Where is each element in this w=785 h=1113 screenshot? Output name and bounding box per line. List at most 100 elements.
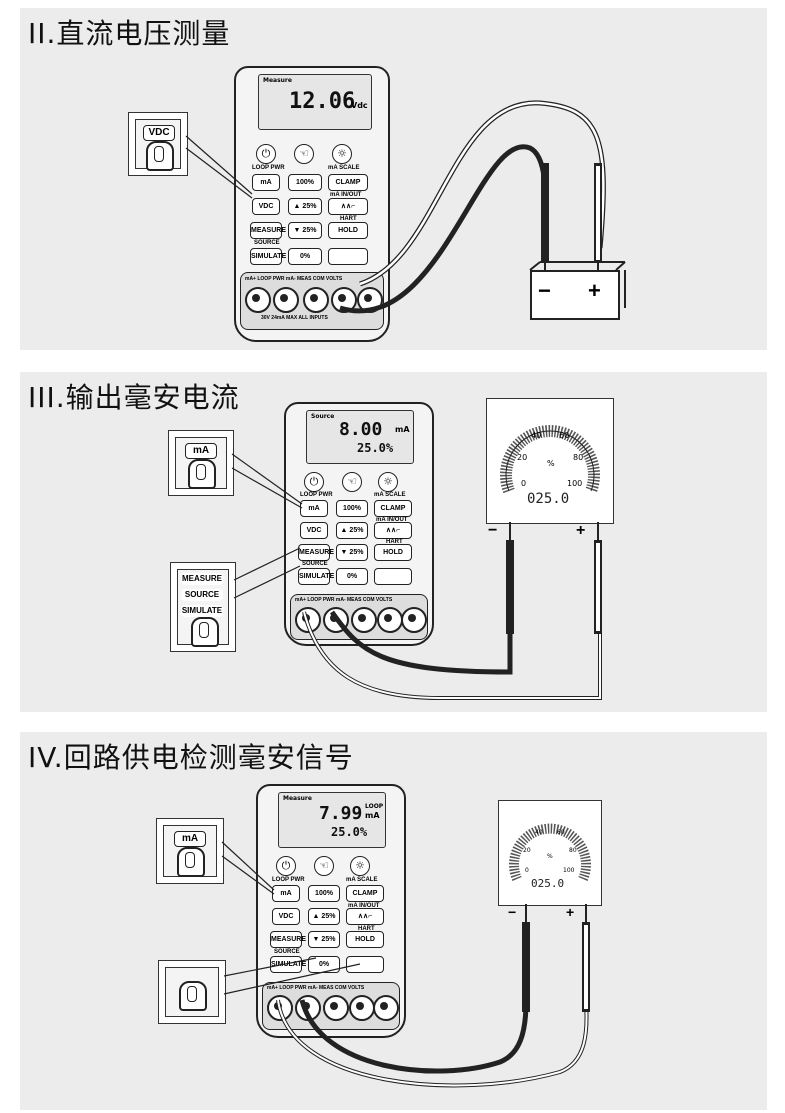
ma-key: mA: [185, 443, 217, 459]
gauge-tick-80: 80: [569, 847, 577, 854]
backlight-button[interactable]: ☼: [332, 144, 352, 164]
hold-button[interactable]: HOLD: [328, 222, 368, 239]
battery-plus: +: [588, 278, 601, 303]
vdc-button[interactable]: VDC: [272, 908, 300, 925]
meter: Measure 7.99 LOOP mA 25.0% ⏻ ☜ ☼ LOOP PW…: [256, 784, 406, 1038]
wiring: [185, 100, 626, 314]
stack-measure: MEASURE: [181, 573, 223, 585]
wiring: [231, 453, 602, 700]
jack-ma-plus[interactable]: [245, 287, 271, 313]
clamp-button[interactable]: CLAMP: [328, 174, 368, 191]
gauge-tick-20: 20: [523, 847, 531, 854]
hand-button[interactable]: ☜: [314, 856, 334, 876]
hold-button[interactable]: HOLD: [374, 544, 412, 561]
section-title: III.输出毫安电流: [28, 381, 240, 414]
ma-inout-label: mA IN/OUT: [348, 903, 380, 909]
source-label: SOURCE: [302, 561, 328, 567]
measure-button[interactable]: MEASURE: [270, 931, 306, 948]
panel-gauge: 0 20 40 60 80 100 % 025.0: [486, 398, 614, 524]
pct0-button[interactable]: 0%: [336, 568, 368, 585]
pct0-button[interactable]: 0%: [288, 248, 322, 265]
backlight-button[interactable]: ☼: [350, 856, 370, 876]
pct100-button[interactable]: 100%: [288, 174, 322, 191]
gauge-percent-sign: %: [547, 459, 555, 468]
wiring: [221, 841, 590, 1088]
ramp-button[interactable]: ∧∧⌐: [374, 522, 412, 539]
measure-button[interactable]: MEASURE: [298, 544, 334, 561]
ma-key: mA: [174, 831, 206, 847]
jack-meas[interactable]: [323, 995, 349, 1021]
blank-button[interactable]: [328, 248, 368, 265]
blank-button[interactable]: [346, 956, 384, 973]
stack-source: SOURCE: [181, 589, 223, 601]
simulate-button[interactable]: SIMULATE: [250, 248, 286, 265]
callout-leader-lines: [221, 841, 361, 995]
vdc-button[interactable]: VDC: [252, 198, 280, 215]
jack-ma-minus[interactable]: [273, 287, 299, 313]
lcd-unit: Vdc: [351, 101, 368, 110]
simulate-button[interactable]: SIMULATE: [270, 956, 306, 973]
gauge-minus: −: [488, 522, 498, 539]
panel-gauge: 0 20 40 60 80 100 % 025.0: [498, 800, 602, 906]
gauge-tick-20: 20: [517, 453, 528, 462]
lcd-mode-label: Measure: [263, 77, 292, 84]
finger-press-icon: [188, 459, 216, 489]
gauge-tick-100: 100: [567, 479, 583, 488]
lcd-display: Measure 12.06 Vdc: [258, 74, 372, 130]
blank-button[interactable]: [374, 568, 412, 585]
lcd-value: 12.06: [289, 89, 356, 114]
jack-com[interactable]: [377, 607, 403, 633]
ma-scale-label: mA SCALE: [346, 877, 378, 883]
power-button[interactable]: ⏻: [276, 856, 296, 876]
hand-button[interactable]: ☜: [294, 144, 314, 164]
ma-button[interactable]: mA: [252, 174, 280, 191]
callout-leader-lines: [185, 135, 253, 199]
power-button[interactable]: ⏻: [304, 472, 324, 492]
clamp-button[interactable]: CLAMP: [346, 885, 384, 902]
jack-volts[interactable]: [373, 995, 399, 1021]
gauge-tick-40: 40: [531, 431, 542, 440]
power-button[interactable]: ⏻: [256, 144, 276, 164]
hart-label: HART: [340, 216, 357, 222]
lcd-mode-label: Measure: [283, 795, 312, 802]
jack-meas[interactable]: [351, 607, 377, 633]
ramp-button[interactable]: ∧∧⌐: [328, 198, 368, 215]
jack-panel: mA+ LOOP PWR mA- MEAS COM VOLTS: [262, 982, 400, 1030]
callout-box: mA: [168, 430, 234, 496]
gauge-tick-0: 0: [521, 479, 527, 488]
lcd-secondary: 25.0%: [357, 441, 394, 455]
up25-button[interactable]: ▲ 25%: [288, 198, 322, 215]
source-label: SOURCE: [254, 240, 280, 246]
finger-press-icon: [146, 141, 174, 171]
simulate-button[interactable]: SIMULATE: [298, 568, 334, 585]
callout-box-stack: MEASURE SOURCE SIMULATE: [170, 562, 236, 652]
ma-button[interactable]: mA: [300, 500, 328, 517]
finger-press-icon: [177, 847, 205, 877]
ramp-button[interactable]: ∧∧⌐: [346, 908, 384, 925]
finger-press-icon: [191, 617, 219, 647]
callout-box: VDC: [128, 112, 188, 176]
up25-button[interactable]: ▲ 25%: [308, 908, 340, 925]
callout-leader-lines: [231, 453, 303, 599]
pct100-button[interactable]: 100%: [308, 885, 340, 902]
hold-button[interactable]: HOLD: [346, 931, 384, 948]
lcd-unit: mA: [395, 425, 410, 434]
down25-button[interactable]: ▼ 25%: [288, 222, 322, 239]
red-lead: [302, 611, 602, 700]
jack-inputs-label: 30V 24mA MAX ALL INPUTS: [261, 315, 328, 321]
gauge-minus: −: [508, 904, 517, 920]
hand-button[interactable]: ☜: [342, 472, 362, 492]
callout-box-blank: [158, 960, 226, 1024]
jack-meas[interactable]: [303, 287, 329, 313]
section-title: IV.回路供电检测毫安信号: [28, 741, 354, 774]
lcd-unit: mA: [365, 811, 380, 820]
vdc-button[interactable]: VDC: [300, 522, 328, 539]
measure-button[interactable]: MEASURE: [250, 222, 286, 239]
backlight-button[interactable]: ☼: [378, 472, 398, 492]
down25-button[interactable]: ▼ 25%: [336, 544, 368, 561]
up25-button[interactable]: ▲ 25%: [336, 522, 368, 539]
pct100-button[interactable]: 100%: [336, 500, 368, 517]
jack-volts[interactable]: [401, 607, 427, 633]
down25-button[interactable]: ▼ 25%: [308, 931, 340, 948]
clamp-button[interactable]: CLAMP: [374, 500, 412, 517]
